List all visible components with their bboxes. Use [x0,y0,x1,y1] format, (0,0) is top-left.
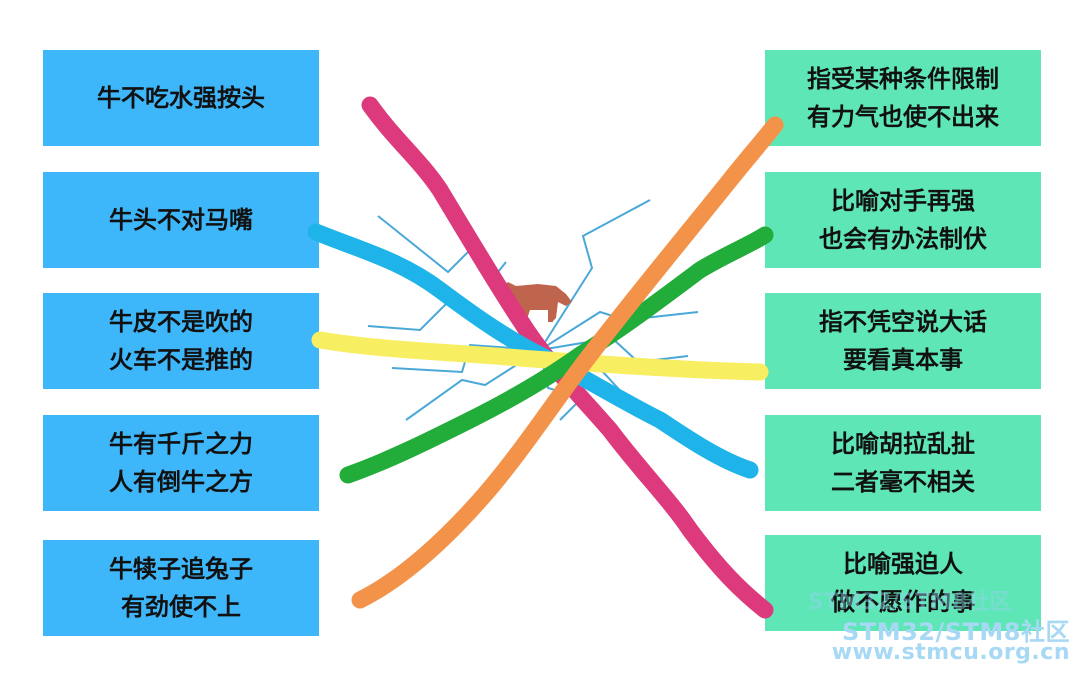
right-card-1[interactable]: 指受某种条件限制 有力气也使不出来 [765,50,1041,146]
right-card-3-line-2: 要看真本事 [843,346,963,374]
left-card-4[interactable]: 牛有千斤之力 人有倒牛之方 [43,415,319,511]
left-card-5[interactable]: 牛犊子追兔子 有劲使不上 [43,540,319,636]
right-card-4-line-2: 二者毫不相关 [831,468,975,496]
left-card-5-line-2: 有劲使不上 [121,593,241,621]
match-strokes [307,96,784,619]
right-card-5[interactable]: 比喻强迫人 做不愿作的事 [765,535,1041,631]
right-card-2-line-2: 也会有办法制伏 [819,225,987,253]
right-card-1-line-1: 指受某种条件限制 [807,65,999,93]
left-card-3[interactable]: 牛皮不是吹的 火车不是推的 [43,293,319,389]
match-stroke-3 [311,331,769,381]
right-card-5-line-2: 做不愿作的事 [831,588,975,616]
right-card-2-line-1: 比喻对手再强 [831,187,975,215]
watermark-ghost-1: STM32/STM8社区 [808,590,1012,615]
match-stroke-5 [351,116,784,609]
left-card-1-line-1: 牛不吃水强按头 [97,84,265,112]
left-card-2-line-1: 牛头不对马嘴 [109,206,253,234]
left-card-3-line-2: 火车不是推的 [109,346,253,374]
left-card-3-line-1: 牛皮不是吹的 [109,308,253,336]
crack-line [405,349,541,421]
crack-line [539,199,651,351]
left-card-1[interactable]: 牛不吃水强按头 [43,50,319,146]
right-card-2[interactable]: 比喻对手再强 也会有办法制伏 [765,172,1041,268]
right-card-3-line-1: 指不凭空说大话 [819,308,987,336]
left-card-2[interactable]: 牛头不对马嘴 [43,172,319,268]
right-card-1-line-2: 有力气也使不出来 [807,103,999,131]
watermark-line-1: STM32/STM8社区 [842,618,1070,646]
left-card-4-line-2: 人有倒牛之方 [109,468,253,496]
left-card-4-line-1: 牛有千斤之力 [109,430,253,458]
right-card-4-line-1: 比喻胡拉乱扯 [831,430,975,458]
right-card-3[interactable]: 指不凭空说大话 要看真本事 [765,293,1041,389]
right-card-4[interactable]: 比喻胡拉乱扯 二者毫不相关 [765,415,1041,511]
left-card-5-line-1: 牛犊子追兔子 [109,555,253,583]
crack-line [539,336,689,364]
right-card-5-line-1: 比喻强迫人 [843,550,963,578]
watermark-line-2: www.stmcu.org.cn [831,640,1070,665]
